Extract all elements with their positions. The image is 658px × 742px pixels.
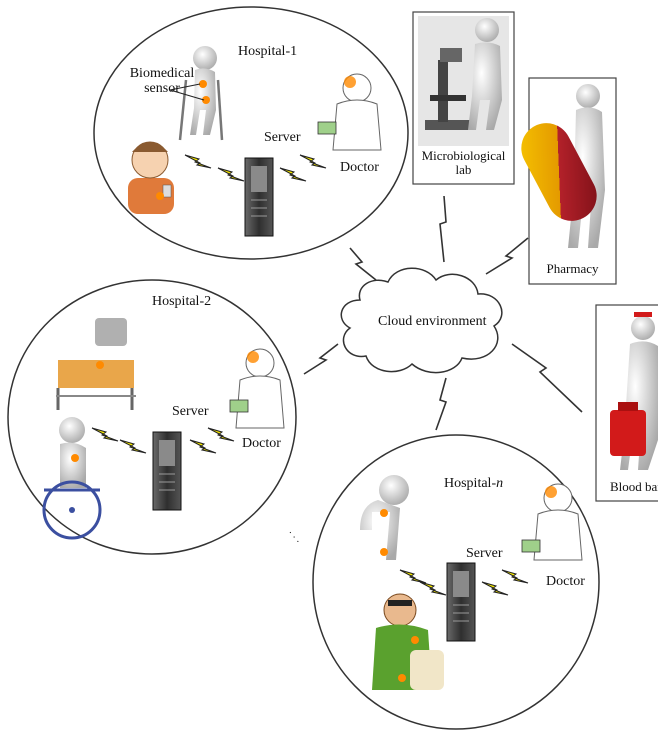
hospital-2-server-label: Server (172, 404, 209, 419)
link-pharmacy-cloud (485, 237, 529, 275)
wheelchair-patient-figure (42, 417, 102, 540)
sensor-dot (411, 636, 419, 644)
link-hospital1-cloud (349, 247, 377, 281)
pharmacy-label: Pharmacy (546, 261, 599, 276)
pharmacy-card (521, 77, 617, 285)
biomedical-sensor-label: Biomedical sensor (120, 66, 204, 97)
blood-bag-icon (610, 402, 646, 456)
link-hospital2-cloud (303, 343, 339, 375)
bending-patient-figure (360, 475, 409, 560)
doctor-figure (317, 73, 382, 151)
hospital-n-boundary (312, 434, 600, 730)
microbiological-lab-card (412, 11, 515, 185)
server-icon (152, 431, 182, 511)
hospital-n-title-suffix: n (496, 476, 504, 491)
doctor-figure (521, 483, 583, 561)
hospital-bed-figure (56, 318, 136, 410)
hospital-1-doctor-label: Doctor (340, 160, 379, 175)
hospital-n-title-prefix: Hospital- (444, 476, 497, 491)
sensor-dot (199, 80, 207, 88)
sensor-dot (380, 548, 388, 556)
microscope-icon (425, 48, 475, 130)
hospital-2-title: Hospital-2 (152, 294, 212, 309)
capsule-icon (521, 123, 597, 221)
sensor-dot (380, 509, 388, 517)
cloud-environment (340, 267, 503, 374)
hospital-1-server-label: Server (264, 130, 301, 145)
connection-links (303, 195, 583, 431)
sick-patient-figure (128, 141, 174, 214)
hospital-n-doctor-label: Doctor (546, 574, 585, 589)
link-hospitaln-cloud (435, 377, 448, 431)
blood-bank-card (595, 304, 658, 502)
sensor-dot (398, 674, 406, 682)
hospital-1-boundary (93, 6, 409, 260)
sensor-dot (96, 361, 104, 369)
hospital-n-title: Hospital-n (444, 476, 503, 491)
sensor-dot (202, 96, 210, 104)
blood-bank-label: Blood ban (610, 479, 658, 494)
hospital-2-doctor-label: Doctor (242, 436, 281, 451)
hospital-2 (7, 279, 297, 555)
hospital-n-server-label: Server (466, 546, 503, 561)
link-bloodbank-cloud (511, 343, 583, 413)
hospital-1-title: Hospital-1 (238, 44, 298, 59)
biomedical-sensor-label-line2: sensor (144, 81, 180, 97)
microbiological-lab-label: Microbiological lab (413, 148, 514, 178)
hospital-1 (93, 6, 409, 260)
hospital-2-boundary (7, 279, 297, 555)
elderly-patient-figure (372, 593, 444, 690)
sensor-dot (71, 454, 79, 462)
hospital-n (312, 434, 600, 730)
cloud-environment-label: Cloud environment (378, 314, 487, 329)
microbiological-lab-label-line1: Microbiological (421, 148, 506, 163)
microbiological-lab-label-line2: lab (455, 162, 472, 178)
doctor-figure (229, 348, 285, 429)
server-icon (446, 562, 476, 642)
link-lab-cloud (439, 195, 447, 263)
server-icon (244, 157, 274, 237)
sensor-dot (156, 192, 164, 200)
biomedical-sensor-label-line1: Biomedical (129, 66, 195, 81)
